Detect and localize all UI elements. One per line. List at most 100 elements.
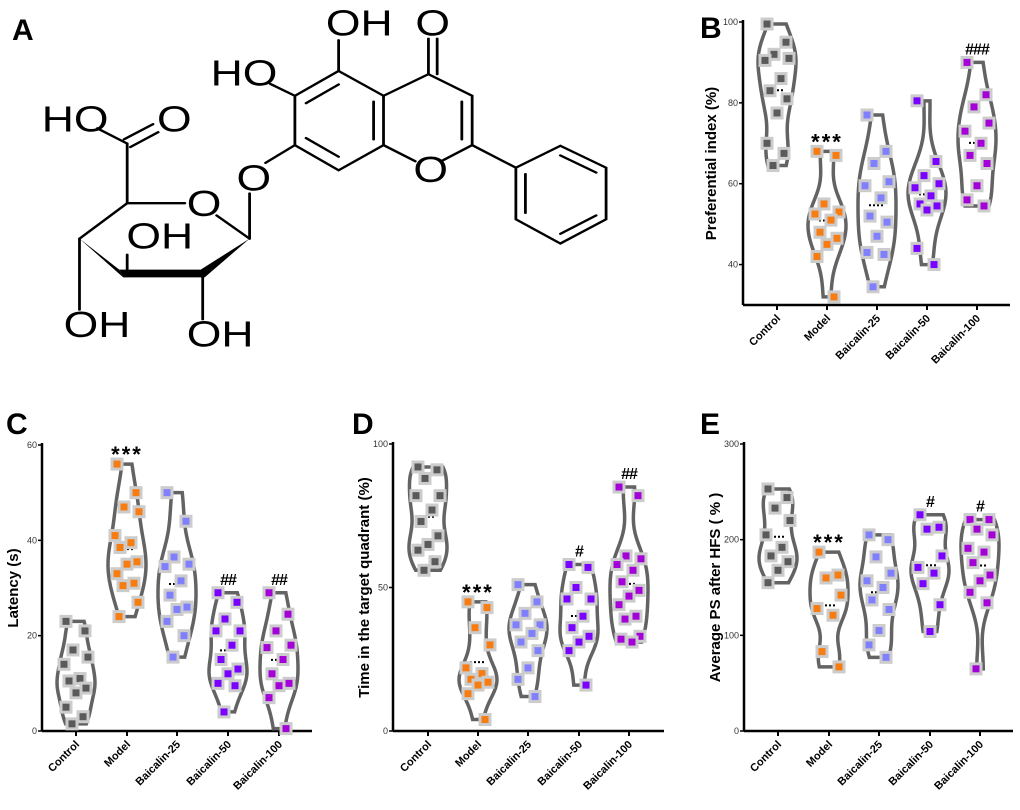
data-point [584, 592, 598, 606]
data-point [761, 482, 775, 496]
x-tick-label: Baicalin-50 [884, 313, 934, 363]
data-point [827, 290, 841, 304]
data-point [612, 480, 626, 494]
data-point [982, 116, 996, 130]
data-point [418, 471, 432, 485]
y-axis-label: Average PS after HFS ( % ) [707, 493, 724, 683]
data-point [932, 520, 946, 534]
violin-outline [457, 600, 499, 722]
data-point [933, 598, 947, 612]
data-point [509, 618, 523, 632]
panel-label-c: C [6, 408, 28, 441]
data-point [218, 612, 232, 626]
data-point [612, 598, 626, 612]
data-point [166, 650, 180, 664]
y-tick-label: 20 [27, 631, 37, 641]
label-oh-c2: OH [187, 314, 254, 355]
data-point [228, 679, 242, 693]
data-point [124, 536, 138, 550]
data-point [819, 571, 833, 585]
data-point [763, 84, 777, 98]
label-o-glycosidic: O [236, 157, 271, 198]
data-point [629, 609, 643, 623]
data-point [771, 563, 785, 577]
x-tick-label: Baicalin-100 [231, 739, 285, 793]
data-point [911, 560, 925, 574]
data-point [120, 557, 134, 571]
data-point [230, 595, 244, 609]
x-tick-label: Baicalin-50 [185, 739, 235, 789]
data-point [834, 588, 848, 602]
data-point [131, 595, 145, 609]
label-o-carbonyl: O [415, 3, 450, 44]
data-point [179, 514, 193, 528]
data-point [913, 508, 927, 522]
data-point [982, 513, 996, 527]
data-point [565, 621, 579, 635]
data-point [572, 635, 586, 649]
data-point [879, 144, 893, 158]
data-point [113, 540, 127, 554]
label-o-sugar: O [187, 183, 222, 224]
data-point [858, 179, 872, 193]
data-point [622, 589, 636, 603]
x-tick-label: Baicalin-25 [134, 739, 184, 789]
data-point [211, 676, 225, 690]
data-point [967, 100, 981, 114]
data-point [908, 181, 922, 195]
data-point [877, 247, 891, 261]
x-tick-label: Baicalin-25 [836, 739, 886, 789]
y-tick-label: 100 [373, 439, 388, 449]
data-point [579, 678, 593, 692]
data-point [781, 555, 795, 569]
data-point [869, 550, 883, 564]
data-point [874, 191, 888, 205]
data-point [960, 193, 974, 207]
data-point [777, 146, 791, 160]
data-point [634, 552, 648, 566]
data-point [610, 558, 624, 572]
data-point [932, 177, 946, 191]
data-point [963, 585, 977, 599]
data-point [963, 148, 977, 162]
data-point [866, 280, 880, 294]
data-point [935, 549, 949, 563]
data-point [832, 205, 846, 219]
x-tick-label: Baicalin-25 [834, 313, 884, 363]
data-point [59, 700, 73, 714]
data-point [829, 148, 843, 162]
data-point [66, 643, 80, 657]
y-tick-label: 40 [728, 260, 738, 270]
x-tick-label: Model [802, 313, 833, 344]
baicalin-chemical-structure: OH O HO O O HO O O OH OH OH [42, 3, 608, 355]
y-tick-label: 0 [734, 726, 739, 736]
data-point [780, 491, 794, 505]
data-point [108, 529, 122, 543]
label-oh-c4: OH [64, 304, 131, 345]
x-tick-label: Baicalin-100 [581, 739, 635, 793]
data-point [480, 601, 494, 615]
x-tick-label: Model [102, 739, 133, 770]
data-point [59, 614, 73, 628]
data-point [963, 513, 977, 527]
data-point [533, 618, 547, 632]
data-point [284, 638, 298, 652]
data-point [910, 94, 924, 108]
data-point [431, 529, 445, 543]
x-tick-label: Control [46, 739, 82, 775]
data-point [860, 245, 874, 259]
x-tick-label: Baicalin-100 [929, 313, 983, 367]
y-tick-label: 200 [724, 535, 739, 545]
data-point [518, 606, 532, 620]
data-point [471, 678, 485, 692]
data-point [182, 557, 196, 571]
label-ho-acid: HO [42, 99, 109, 140]
data-point [826, 608, 840, 622]
data-point [882, 603, 896, 617]
significance-marker: ### [965, 41, 990, 58]
data-point [927, 258, 941, 272]
data-point [880, 215, 894, 229]
data-point [870, 229, 884, 243]
data-point [170, 602, 184, 616]
